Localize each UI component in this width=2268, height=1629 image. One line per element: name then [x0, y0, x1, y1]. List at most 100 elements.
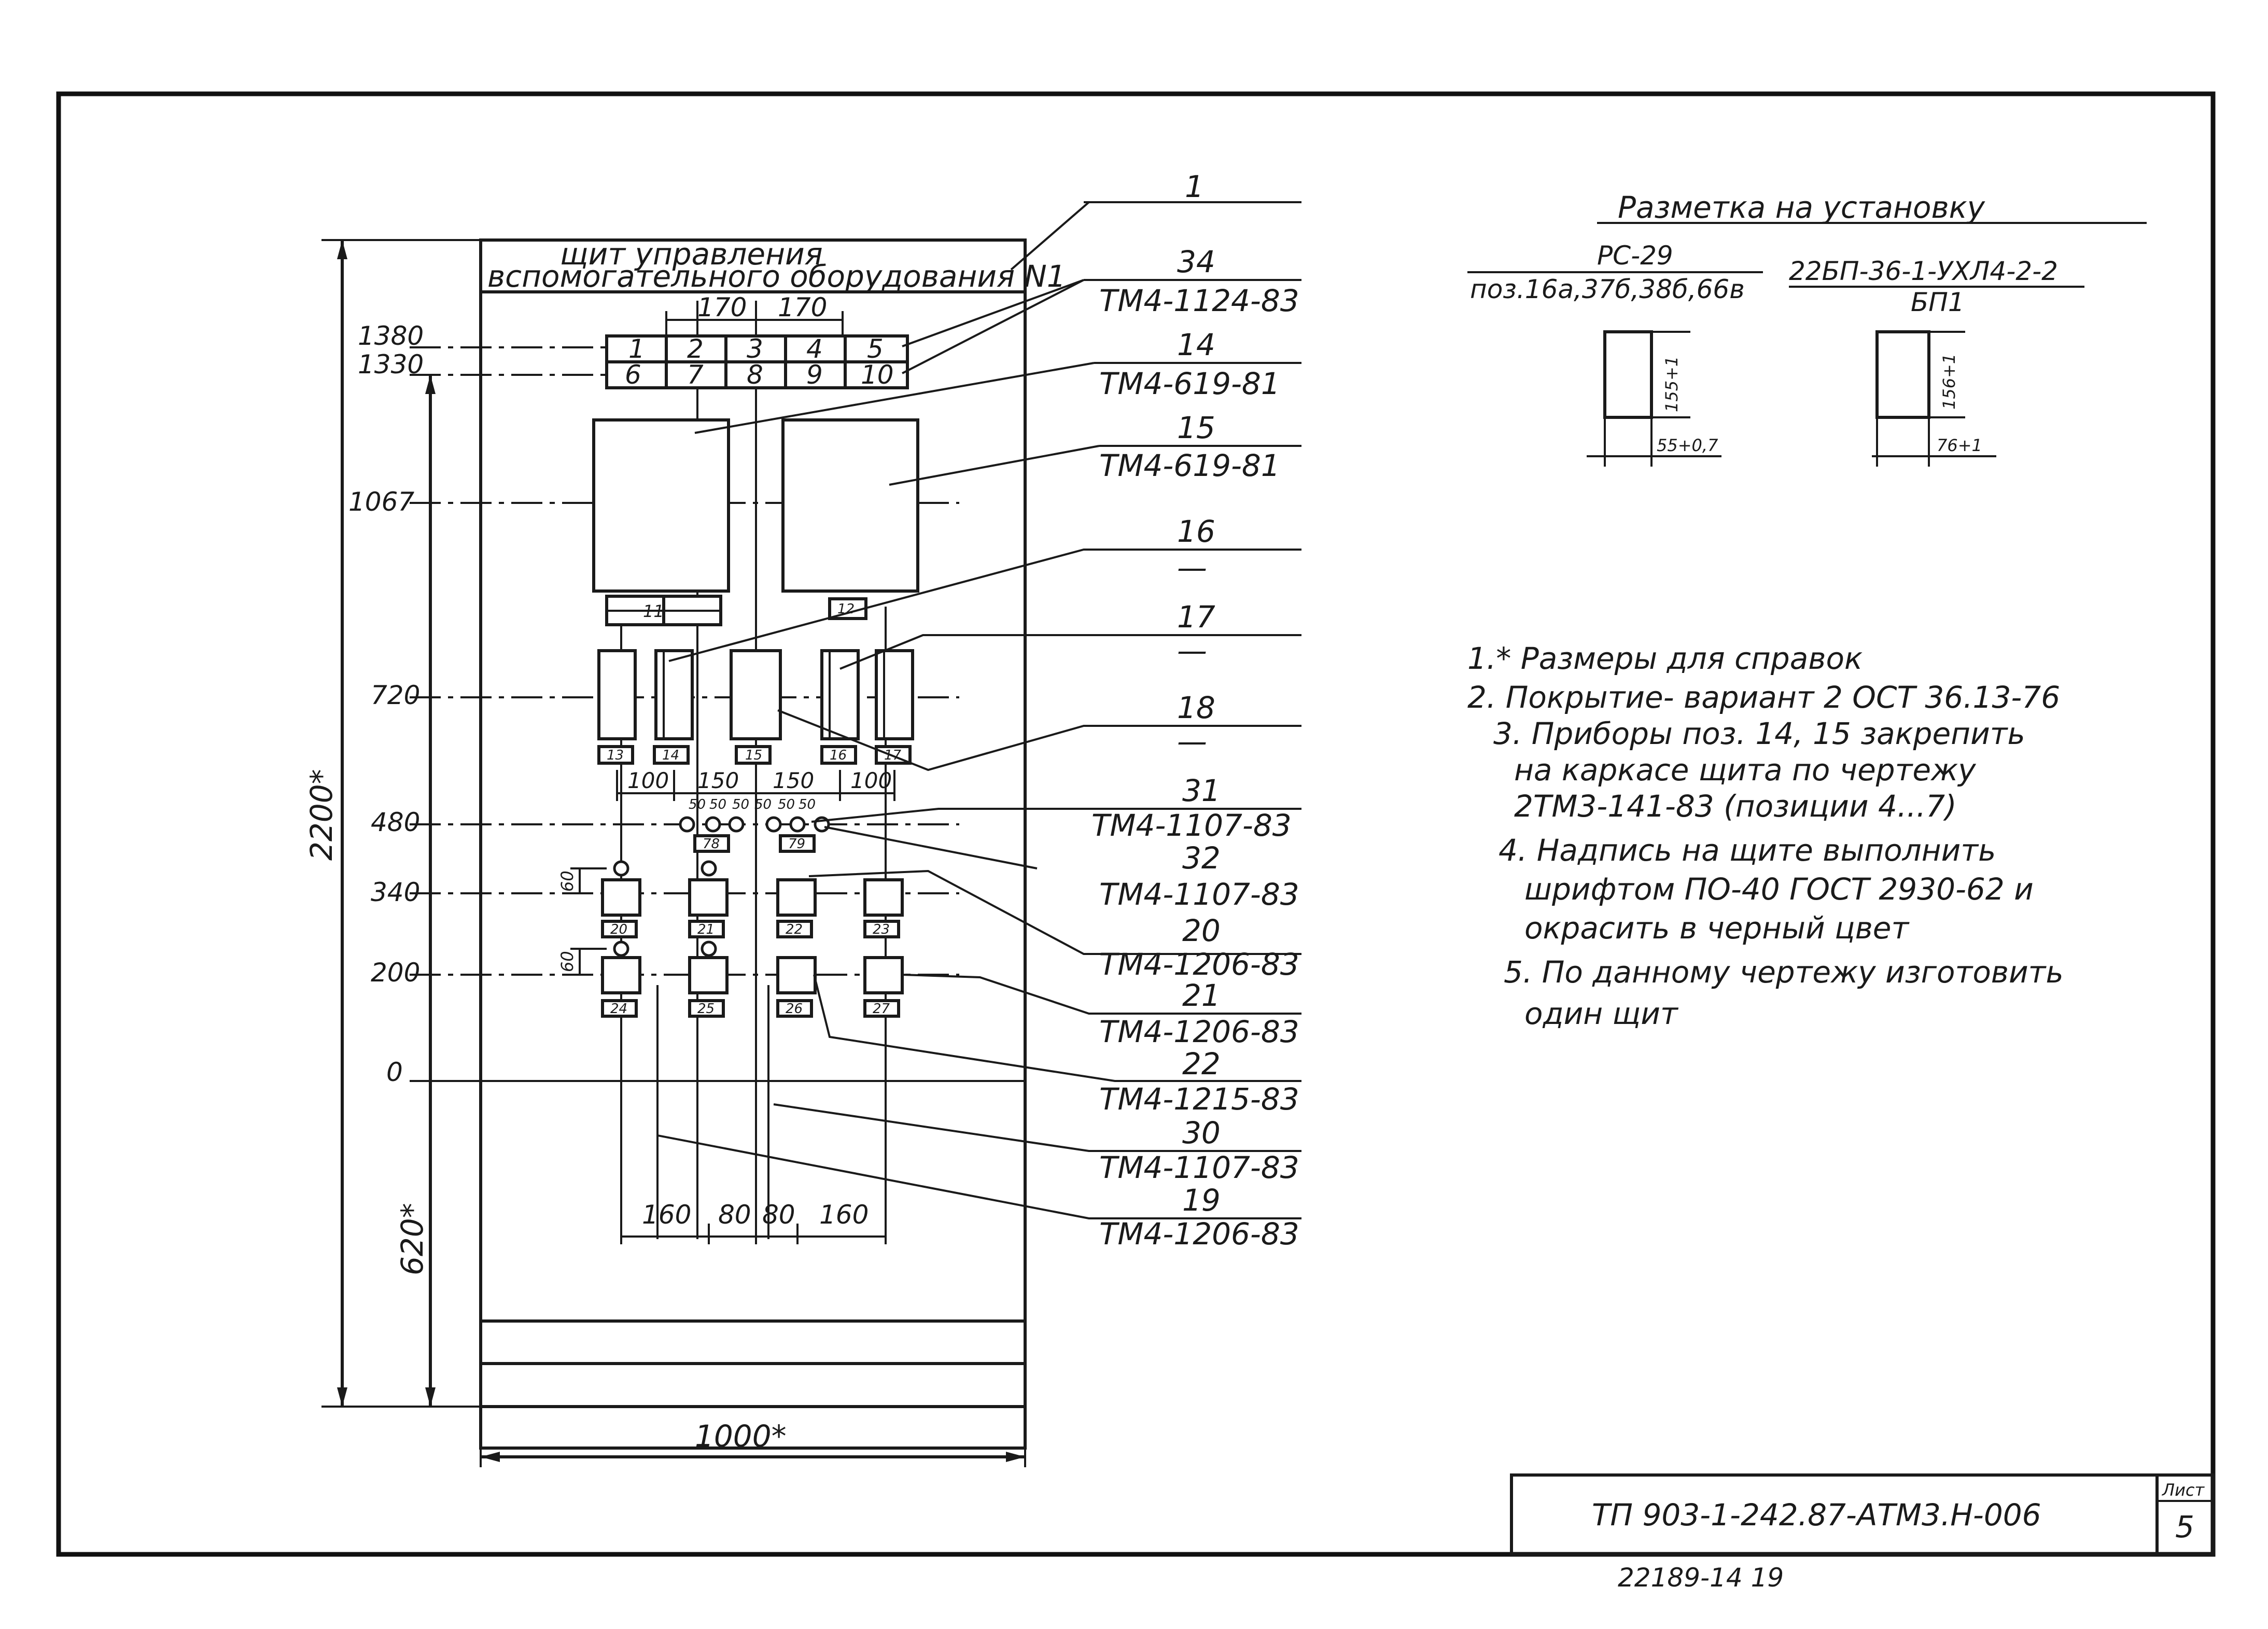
cell-4: 4 [806, 334, 823, 364]
cell-7: 7 [687, 360, 704, 390]
callout-doc: ТМ4-1206-83 [1099, 1014, 1299, 1049]
dim-width: 1000* [695, 1419, 787, 1454]
cell-10: 10 [861, 360, 894, 390]
level-340: 340 [371, 877, 420, 907]
dim-50-1: 50 [689, 797, 706, 812]
cell-9: 9 [806, 360, 823, 390]
callout-pos: 20 [1182, 913, 1221, 948]
callout-pos: 34 [1177, 244, 1215, 279]
sheet-label: Лист [2162, 1480, 2205, 1500]
note-line: 2. Покрытие- вариант 2 ОСТ 36.13-76 [1467, 680, 2060, 715]
cell-8: 8 [747, 360, 763, 390]
dim-top-170b: 170 [778, 292, 827, 322]
callout-pos: 15 [1177, 410, 1215, 445]
dim-50-3: 50 [732, 797, 749, 812]
tag-15: 15 [745, 748, 762, 763]
dim-total-height: 2200* [304, 769, 339, 861]
cell-6: 6 [625, 360, 641, 390]
callout-doc: ТМ4-619-81 [1099, 366, 1280, 401]
notes: 1.* Размеры для справок 2. Покрытие- вар… [1467, 641, 2064, 1031]
row-720-devices: 13 14 15 16 17 100 150 150 100 [597, 649, 914, 801]
bottom-dimensions: 160 80 80 160 [620, 1200, 887, 1244]
callout-doc: ТМ4-1206-83 [1099, 947, 1299, 982]
dim-top-170a: 170 [697, 292, 747, 322]
archive-number: 22189-14 19 [1618, 1563, 1784, 1593]
leader-lines [657, 201, 1301, 1219]
tag-24: 24 [610, 1001, 627, 1017]
marking-left-w: 55+0,7 [1657, 436, 1718, 455]
note-line: на каркасе щита по чертежу [1514, 752, 1976, 788]
marking-left-bottom: поз.16а,37б,38б,66в [1470, 274, 1745, 304]
tag-26: 26 [786, 1001, 803, 1017]
dim-50-2: 50 [709, 797, 726, 812]
level-720: 720 [371, 680, 420, 710]
callout-pos: 19 [1182, 1183, 1221, 1218]
marking-right-w: 76+1 [1937, 436, 1982, 455]
large-instruments: 11 12 [592, 418, 919, 626]
control-panel: щит управления вспомогательного оборудов… [479, 236, 1066, 1450]
tag-22: 22 [786, 922, 803, 937]
callout-pos: 31 [1182, 773, 1221, 808]
callout-pos: 17 [1177, 599, 1215, 635]
marking-left-h: 155+1 [1662, 356, 1682, 412]
callout-doc: ТМ4-1107-83 [1099, 1150, 1299, 1185]
note-line: 4. Надпись на щите выполнить [1499, 833, 1996, 868]
dim-mid-100b: 100 [850, 768, 892, 793]
level-1330: 1330 [358, 349, 424, 380]
callout-pos: 16 [1177, 514, 1215, 549]
level-200: 200 [371, 958, 420, 988]
panel-title-line2: вспомогательного оборудования N1 [487, 259, 1066, 294]
note-line: 5. По данному чертежу изготовить [1504, 954, 2064, 990]
callout-labels: 1 34 ТМ4-1124-83 14 ТМ4-619-81 15 ТМ4-61… [1091, 169, 1299, 1252]
note-line: 2ТМ3-141-83 (позиции 4...7) [1514, 789, 1957, 824]
callout-pos: 30 [1182, 1115, 1221, 1150]
dim-lower-height: 620* [395, 1203, 430, 1275]
drawing-frame [56, 91, 2216, 1557]
mounting-marking: Разметка на установку РС-29 поз.16а,37б,… [1467, 190, 2147, 467]
panel-title-line1: щит управления [560, 236, 823, 272]
dim-bot-160a: 160 [642, 1200, 691, 1230]
dim-mid-150a: 150 [697, 768, 739, 793]
callout-doc: — [1177, 724, 1207, 759]
tag-23: 23 [873, 922, 890, 937]
marking-right-bottom: БП1 [1911, 287, 1965, 317]
marking-heading: Разметка на установку [1618, 190, 1985, 225]
terminal-block: 170 170 1 2 3 4 5 6 7 8 9 10 [605, 292, 909, 390]
tag-20: 20 [610, 922, 627, 937]
callout-doc: ТМ4-1215-83 [1099, 1082, 1299, 1117]
callout-pos: 21 [1182, 978, 1221, 1013]
tag-78: 78 [703, 836, 720, 852]
panel-outline [479, 238, 1027, 1450]
note-line: окрасить в черный цвет [1524, 910, 1910, 946]
callout-pos: 14 [1177, 327, 1215, 362]
marking-left-top: РС-29 [1597, 241, 1673, 271]
callout-doc: ТМ4-1124-83 [1099, 283, 1299, 318]
cell-1: 1 [628, 334, 645, 364]
marking-right-top: 22БП-36-1-УХЛ4-2-2 [1789, 256, 2058, 286]
tag-79: 79 [788, 836, 805, 852]
cell-2: 2 [687, 334, 704, 364]
tag-21: 21 [697, 922, 715, 937]
tag-16: 16 [830, 748, 847, 763]
callout-pos: 18 [1177, 690, 1215, 725]
note-line: 1.* Размеры для справок [1467, 641, 1863, 676]
tag-11: 11 [643, 601, 664, 621]
note-line: шрифтом ПО-40 ГОСТ 2930-62 и [1524, 872, 2034, 907]
callout-doc: ТМ4-1206-83 [1099, 1216, 1299, 1252]
dim-v60a: 60 [557, 870, 577, 892]
sheet-number: 5 [2175, 1509, 2194, 1544]
dim-50-4: 50 [754, 797, 772, 812]
tag-27: 27 [873, 1001, 890, 1017]
level-0: 0 [386, 1057, 403, 1087]
cell-5: 5 [867, 334, 884, 364]
tag-13: 13 [607, 748, 624, 763]
tag-14: 14 [662, 748, 679, 763]
dim-50-6: 50 [799, 797, 816, 812]
dim-mid-150b: 150 [773, 768, 814, 793]
callout-pos: 1 [1185, 169, 1204, 204]
row-340-devices: 20 21 22 23 60 [557, 860, 904, 938]
dim-mid-100a: 100 [627, 768, 669, 793]
row-480-lamps: 50 50 50 50 50 50 78 79 [679, 797, 830, 853]
callout-doc: — [1177, 633, 1207, 668]
